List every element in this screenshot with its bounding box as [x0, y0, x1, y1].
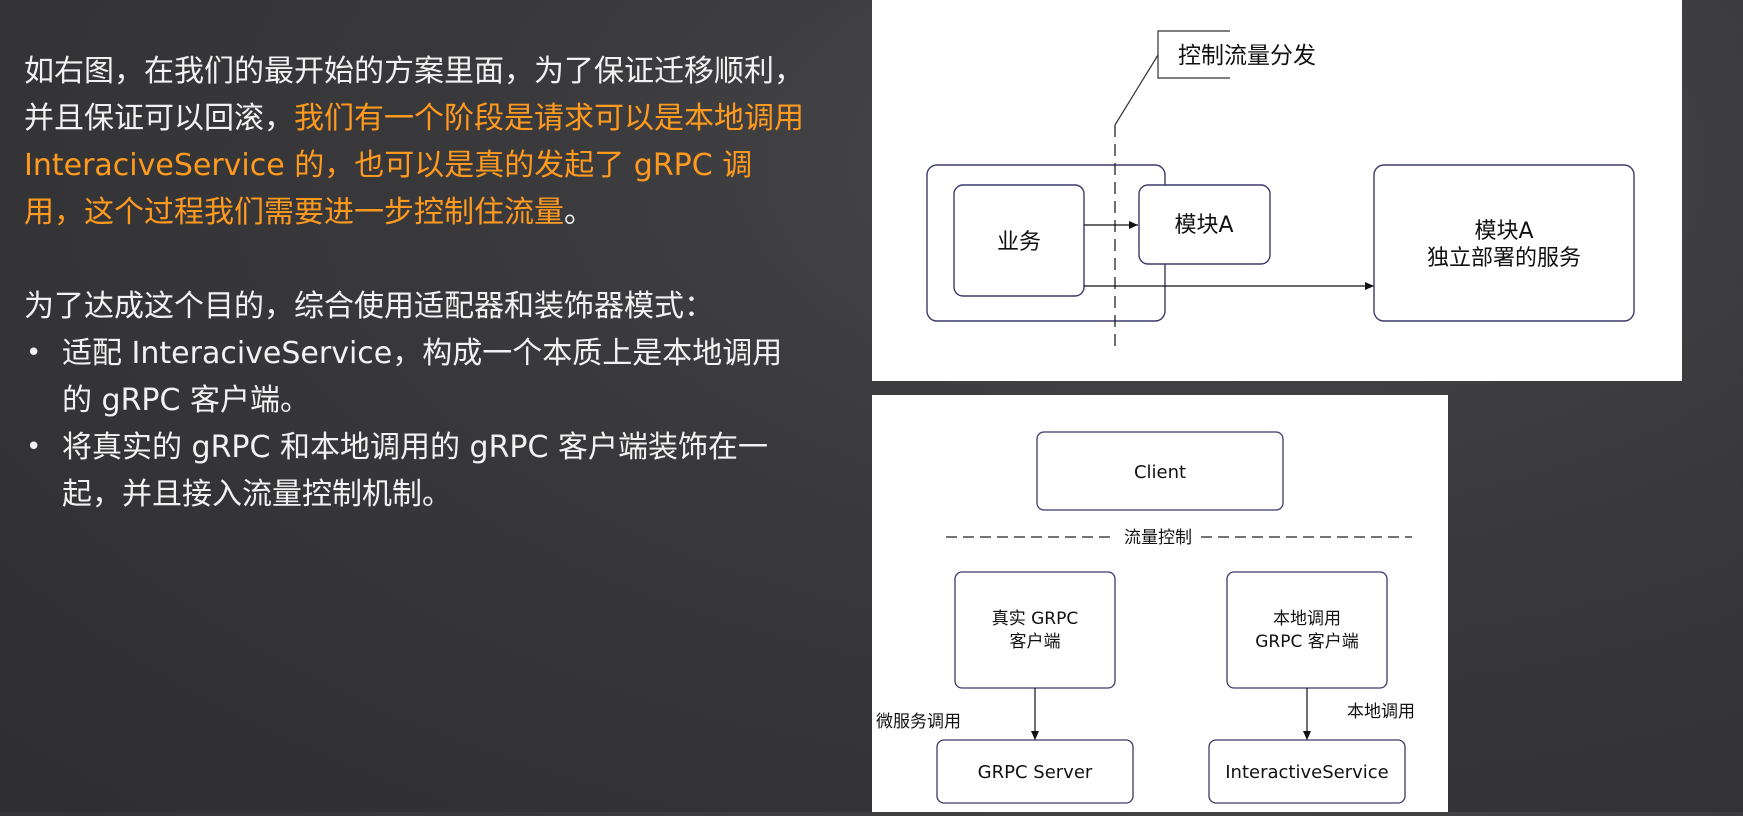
intro-highlight-text: 我们有一个阶段是请求可以是本地调用 InteraciveService 的，也可… — [24, 101, 804, 230]
paragraph-gap — [24, 236, 804, 283]
local-call-label: 本地调用 — [1347, 702, 1415, 722]
bullet-text: 将真实的 gRPC 和本地调用的 gRPC 客户端装饰在一起，并且接入流量控制机… — [62, 430, 768, 512]
grpc-server-box — [936, 739, 1134, 804]
interactive-service-box — [1208, 739, 1406, 804]
bullet-text: 适配 InteraciveService，构成一个本质上是本地调用的 gRPC … — [62, 336, 783, 418]
local-client-line1: 本地调用 — [1273, 609, 1341, 629]
intro-normal-text: 如右图，在我们的最开始的方案里面，为了保证迁移顺利，并且保证可以回滚， — [24, 54, 804, 136]
independent-service-box — [1373, 164, 1635, 322]
client-box — [1036, 431, 1284, 511]
micro-call-label: 微服务调用 — [876, 712, 961, 732]
diagram1-svg: 控制流量分发 业务 模块A 模块A 独立部署的服务 — [926, 30, 1635, 350]
business-label: 业务 — [997, 230, 1041, 255]
grpc-server-label: GRPC Server — [978, 762, 1093, 783]
traffic-control-diagram: Client 流量控制 真实 GRPC 客户端 本地调用 GRPC 客户端 微服… — [872, 395, 1448, 812]
callout-label: 控制流量分发 — [1178, 43, 1316, 69]
real-client-line1: 真实 GRPC — [992, 609, 1079, 629]
client-label: Client — [1134, 462, 1186, 483]
intro-end-text: 。 — [564, 195, 594, 230]
bullet-item: • 将真实的 gRPC 和本地调用的 gRPC 客户端装饰在一起，并且接入流量控制… — [24, 424, 804, 518]
local-grpc-client-box — [1226, 571, 1388, 689]
traffic-dispatch-diagram: 控制流量分发 业务 模块A 模块A 独立部署的服务 — [872, 0, 1682, 381]
bullet-item: • 适配 InteraciveService，构成一个本质上是本地调用的 gRPC… — [24, 330, 804, 424]
diagram2-svg: Client 流量控制 真实 GRPC 客户端 本地调用 GRPC 客户端 微服… — [876, 431, 1415, 804]
real-client-line2: 客户端 — [1010, 632, 1061, 652]
bullet-list: • 适配 InteraciveService，构成一个本质上是本地调用的 gRPC… — [24, 330, 804, 518]
intro-paragraph: 如右图，在我们的最开始的方案里面，为了保证迁移顺利，并且保证可以回滚，我们有一个… — [24, 48, 804, 236]
interactive-service-label: InteractiveService — [1225, 762, 1389, 783]
service-label-line1: 模块A — [1474, 219, 1533, 244]
module-a-box — [1138, 184, 1271, 265]
callout-leader — [1114, 54, 1159, 126]
bullet-icon: • — [26, 432, 42, 462]
purpose-paragraph: 为了达成这个目的，综合使用适配器和装饰器模式： — [24, 289, 714, 324]
callout-bracket — [1157, 30, 1230, 79]
traffic-control-label: 流量控制 — [1124, 528, 1192, 548]
real-grpc-client-box — [954, 571, 1116, 689]
module-a-label: 模块A — [1174, 213, 1233, 238]
bullet-icon: • — [26, 338, 42, 368]
local-client-line2: GRPC 客户端 — [1255, 632, 1359, 652]
service-label-line2: 独立部署的服务 — [1427, 246, 1581, 271]
explanation-text: 如右图，在我们的最开始的方案里面，为了保证迁移顺利，并且保证可以回滚，我们有一个… — [24, 48, 804, 518]
business-box — [953, 184, 1085, 297]
